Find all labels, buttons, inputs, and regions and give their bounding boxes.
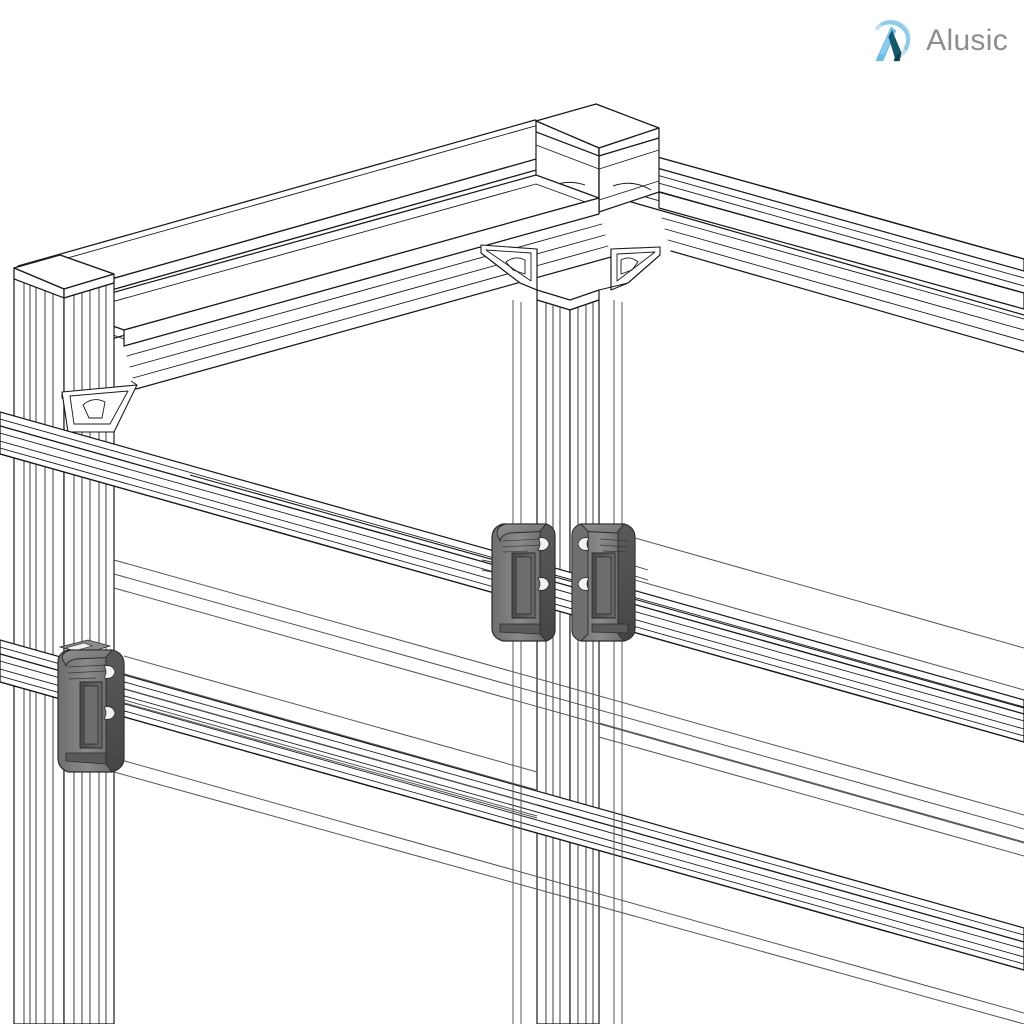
vertical-column-center [536, 299, 600, 1024]
alusic-a-arc-logo-icon [875, 19, 911, 62]
end-cap-left [13, 254, 115, 299]
panel-retainer-bracket-center-right[interactable] [571, 523, 636, 642]
rear-vertical-rail [512, 300, 623, 1024]
panel-edge-lines [123, 537, 1024, 817]
panel-retainer-bracket-center-left[interactable] [491, 523, 556, 642]
lower-horizontal-beam [0, 639, 1024, 971]
brand-watermark: Alusic [865, 14, 1008, 70]
panel-retainer-bracket-left-column[interactable] [57, 639, 125, 773]
gusset-bracket-corner-right [610, 246, 661, 291]
gusset-bracket-side-left [61, 380, 138, 433]
rear-rail-lines [113, 559, 1024, 1024]
end-cap-center [535, 103, 660, 157]
top-front-beam-right-extension [658, 191, 1024, 353]
brand-name-text: Alusic [926, 24, 1008, 57]
bracket-crossing-rails [481, 559, 649, 581]
